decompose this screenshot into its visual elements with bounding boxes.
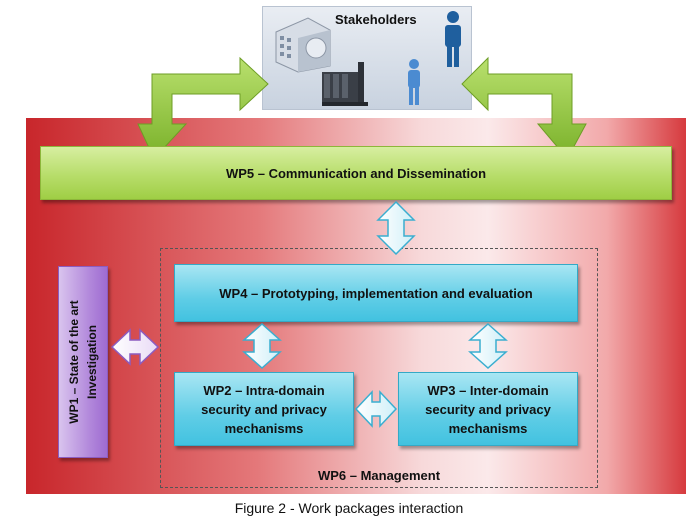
arrow-wp4-wp2 (242, 322, 282, 370)
person-icon (408, 59, 420, 105)
figure-caption: Figure 2 - Work packages interaction (234, 500, 464, 516)
wp1-box: WP1 – State of the art Investigation (58, 266, 108, 458)
left-elbow-arrow (137, 56, 269, 151)
factory-icon (322, 62, 368, 106)
wp5-box: WP5 – Communication and Dissemination (40, 146, 672, 200)
building-icon (275, 17, 331, 73)
stakeholders-title: Stakeholders (335, 12, 417, 27)
wp2-box: WP2 – Intra-domain security and privacy … (174, 372, 354, 446)
wp2-line-2: security and privacy (201, 401, 327, 417)
wp6-frame (160, 248, 598, 488)
wp2-line-3: mechanisms (224, 420, 304, 436)
wp3-line-3: mechanisms (448, 420, 528, 436)
wp6-label: WP6 – Management (317, 468, 441, 483)
wp3-box: WP3 – Inter-domain security and privacy … (398, 372, 578, 446)
arrow-wp2-wp3 (354, 390, 398, 428)
wp4-label: WP4 – Prototyping, implementation and ev… (219, 285, 533, 301)
wp5-label: WP5 – Communication and Dissemination (225, 165, 487, 181)
right-elbow-arrow (461, 56, 587, 151)
person-icon (445, 11, 461, 67)
arrow-wp5-wp4 (376, 200, 416, 256)
wp4-box: WP4 – Prototyping, implementation and ev… (174, 264, 578, 322)
wp2-line-1: WP2 – Intra-domain (203, 382, 325, 398)
arrow-wp4-wp3 (468, 322, 508, 370)
wp3-line-2: security and privacy (425, 401, 551, 417)
wp3-line-1: WP3 – Inter-domain (427, 382, 549, 398)
arrow-wp1-frame (110, 328, 160, 366)
